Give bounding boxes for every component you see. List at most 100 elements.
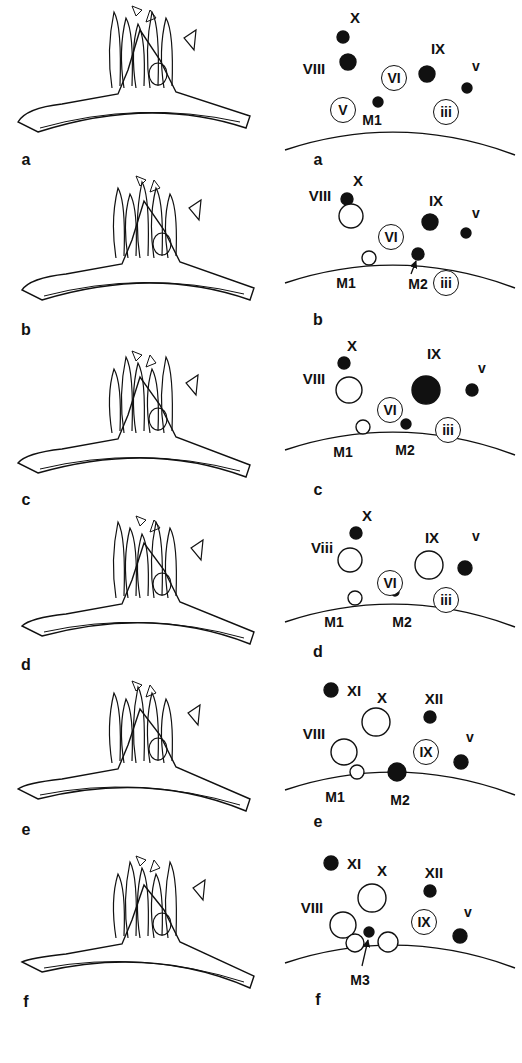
circled-cusp: iii xyxy=(433,587,459,613)
cusp-number: VIII xyxy=(303,371,326,386)
cusp-fragment xyxy=(184,30,196,50)
panel-letter: c xyxy=(22,492,31,508)
circled-cusp: VI xyxy=(378,224,404,250)
cusp-number: VIII xyxy=(303,726,326,741)
molar-cusp-label: M2 xyxy=(390,793,409,807)
circled-cusp: iii xyxy=(433,270,459,296)
cusp-dot-filled xyxy=(422,214,438,230)
cusp-number: Viii xyxy=(311,540,333,555)
cusp-blade xyxy=(147,369,158,433)
cusp-blade xyxy=(121,699,132,763)
leader-arrow xyxy=(411,261,416,274)
circled-cusp: IX xyxy=(413,739,439,765)
molar-cusp-label: M1 xyxy=(324,615,343,629)
cusp-number: X xyxy=(362,508,372,523)
cusp-blade xyxy=(113,874,124,938)
cusp-dot-open xyxy=(362,708,390,736)
cusp-dot-filled xyxy=(324,856,338,870)
tooth-base-line xyxy=(44,282,244,296)
crown-arc xyxy=(285,945,515,968)
cusp-number: XI xyxy=(347,856,361,871)
tooth-base-line xyxy=(44,962,244,982)
cusp-dot-filled xyxy=(424,711,436,723)
cusp-number: v xyxy=(472,529,480,543)
cusp-number: v xyxy=(478,361,486,375)
cusp-number: X xyxy=(377,863,387,878)
molar-cusp-label: M1 xyxy=(333,445,352,459)
cusp-dot-filled xyxy=(401,419,411,429)
tooth-outline xyxy=(22,516,254,644)
cusp-blade xyxy=(125,862,136,938)
cusp-loop xyxy=(153,233,171,255)
panel-letter: f xyxy=(315,992,320,1008)
tooth-base-line xyxy=(40,112,240,128)
cusp-schematics xyxy=(285,31,515,968)
cusp-blade xyxy=(125,528,136,598)
cusp-dot-filled xyxy=(453,929,467,943)
cusp-number: IX xyxy=(425,530,439,545)
cusp-dot-open xyxy=(350,765,364,779)
cusp-number: VI xyxy=(387,71,400,85)
crown-arc xyxy=(285,265,515,288)
panel-letter: a xyxy=(22,152,31,168)
panel-letter: d xyxy=(21,657,31,673)
cusp-dot-filled xyxy=(412,376,440,404)
cusp-dot-filled xyxy=(461,228,471,238)
tooth-base-line xyxy=(40,457,240,471)
tooth-outline xyxy=(22,176,254,300)
cusp-number: v xyxy=(464,905,472,919)
cusp-number: IX xyxy=(419,745,432,759)
panel-letter: d xyxy=(313,644,323,660)
cusp-blade xyxy=(113,522,124,598)
cusp-number: XII xyxy=(425,865,443,880)
cusp-blade xyxy=(137,868,148,938)
cusp-dot-open xyxy=(348,591,362,605)
cusp-tip xyxy=(136,516,160,532)
cusp-dot-open xyxy=(362,251,376,265)
panel-letter: f xyxy=(23,994,28,1010)
circled-cusp: iii xyxy=(435,417,461,443)
cusp-blade xyxy=(137,534,148,598)
cusp-number: IX xyxy=(431,41,445,56)
cusp-number: iii xyxy=(440,276,452,290)
cusp-blade xyxy=(109,12,120,88)
cusp-dot-open xyxy=(338,548,362,572)
tooth-outline xyxy=(22,856,254,988)
molar-cusp-label: M1 xyxy=(325,790,344,804)
cusp-blade xyxy=(121,357,132,433)
cusp-number: v xyxy=(466,730,474,744)
circled-cusp: IX xyxy=(411,909,437,935)
cusp-blade xyxy=(151,874,162,938)
cusp-blade xyxy=(133,24,144,88)
cusp-dot-filled xyxy=(338,357,350,369)
cusp-number: V xyxy=(338,103,347,117)
cusp-loop xyxy=(149,408,167,430)
tooth-outline xyxy=(18,6,250,132)
cusp-blade xyxy=(133,363,144,433)
cusp-number: VI xyxy=(383,576,396,590)
cusp-dot-filled xyxy=(341,193,353,205)
cusp-loop xyxy=(153,573,171,595)
cusp-number: IX xyxy=(427,346,441,361)
cusp-fragment xyxy=(189,200,201,220)
cusp-number: XI xyxy=(347,683,361,698)
cusp-blade xyxy=(133,687,144,763)
cusp-tip xyxy=(136,856,160,872)
panel-letter: e xyxy=(22,822,31,838)
cusp-dot-open xyxy=(336,377,362,403)
cusp-dot-filled xyxy=(350,527,362,539)
cusp-blade xyxy=(109,693,120,763)
cusp-tip xyxy=(136,176,160,192)
cusp-fragment xyxy=(191,540,203,560)
cusp-blade xyxy=(109,369,120,433)
cusp-dot-filled xyxy=(364,927,374,937)
leader-arrow xyxy=(362,940,368,966)
cusp-blade xyxy=(125,194,136,258)
cusp-number: X xyxy=(353,173,363,188)
cusp-fragment xyxy=(193,880,205,900)
panel-letter: b xyxy=(21,322,31,338)
cusp-blade xyxy=(137,182,148,258)
cusp-dot-open xyxy=(346,934,364,952)
